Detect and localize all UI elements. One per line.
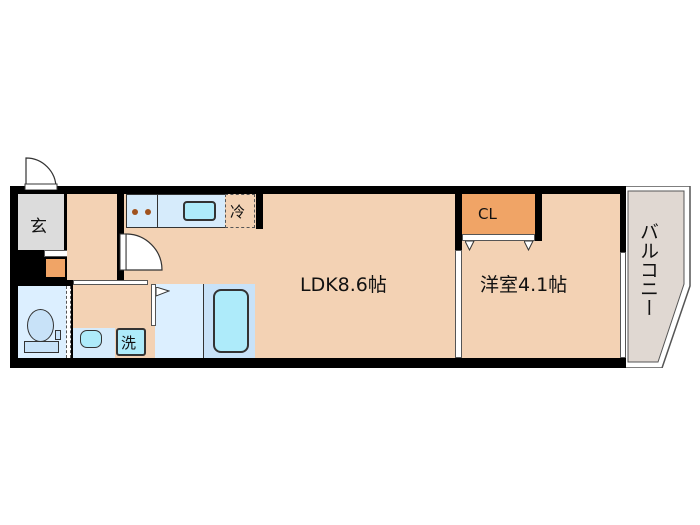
washer-label: 洗: [121, 334, 137, 352]
fridge-space: [225, 194, 255, 228]
closet-side-wall: [535, 194, 542, 241]
stove-burner-icon: [145, 209, 151, 215]
shoe-cabinet: [46, 259, 65, 277]
ldk-label: LDK8.6帖: [300, 274, 387, 296]
balcony-window[interactable]: [620, 252, 626, 358]
kitchen-left-wall: [117, 194, 124, 234]
toilet-tank: [24, 341, 59, 353]
kitchen-sink: [183, 201, 216, 221]
fridge-label: 冷: [230, 203, 246, 221]
room-sliding-door[interactable]: [455, 250, 462, 358]
closet-door-arrow-icon: [524, 241, 534, 251]
bath-door-arrow-icon: [156, 287, 170, 297]
western-room-label: 洋室4.1帖: [480, 274, 568, 296]
stove-divider: [157, 194, 158, 228]
closet-door: [462, 234, 535, 241]
bath-door: [151, 284, 156, 326]
entrance-area: [18, 194, 64, 250]
hallway: [67, 194, 117, 280]
closet-label: CL: [478, 205, 497, 223]
closet-door-arrow-icon: [465, 241, 475, 251]
entrance-label: 玄: [30, 217, 47, 237]
toilet-door: [66, 286, 71, 358]
bathtub: [213, 289, 249, 353]
balcony-label: バルコニー: [637, 222, 659, 317]
toilet-bowl: [27, 309, 54, 342]
closet: [462, 194, 535, 234]
washer-space: [116, 328, 146, 356]
toilet-handle: [55, 330, 61, 340]
bath-divider: [203, 284, 204, 358]
shoe-cabinet-door: [44, 250, 68, 257]
balcony-area: [623, 186, 691, 368]
stove-burner-icon: [132, 209, 138, 215]
ldk-door[interactable]: [119, 232, 165, 272]
washbasin: [80, 330, 102, 348]
washroom-door: [73, 280, 148, 285]
kitchen-wall-stub: [256, 194, 263, 229]
entrance-door[interactable]: [24, 156, 60, 190]
